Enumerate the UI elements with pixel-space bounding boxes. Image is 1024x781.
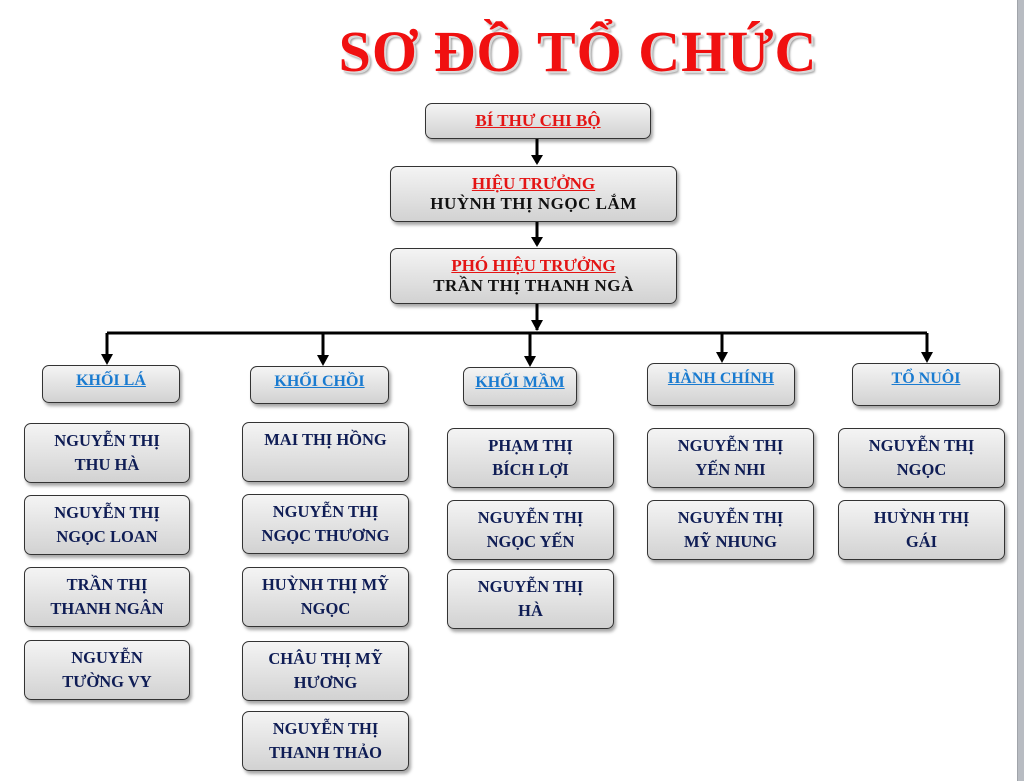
member-name: PHẠM THỊ BÍCH LỢI: [488, 436, 573, 479]
member-name: CHÂU THỊ MỸ HƯƠNG: [268, 649, 383, 692]
member-name: HUỲNH THỊ GÁI: [873, 508, 970, 551]
member-box: NGUYỄN THỊ NGỌC THƯƠNG: [242, 494, 409, 554]
scrollbar[interactable]: [1017, 0, 1024, 781]
vice-principal-box: PHÓ HIỆU TRƯỞNG TRẦN THỊ THANH NGÀ: [390, 248, 677, 304]
department-label: KHỐI MẦM: [475, 374, 565, 391]
member-box: NGUYỄN THỊ THU HÀ: [24, 423, 190, 483]
member-box: TRẦN THỊ THANH NGÂN: [24, 567, 190, 627]
member-name: TRẦN THỊ THANH NGÂN: [50, 575, 164, 618]
member-box: MAI THỊ HỒNG: [242, 422, 409, 482]
vice-principal-name: TRẦN THỊ THANH NGÀ: [433, 276, 634, 295]
member-name: NGUYỄN THỊ YẾN NHI: [677, 436, 784, 479]
principal-box: HIỆU TRƯỞNG HUỲNH THỊ NGỌC LẮM: [390, 166, 677, 222]
member-name: NGUYỄN THỊ NGỌC THƯƠNG: [261, 502, 390, 545]
department-label: TỔ NUÔI: [891, 370, 961, 387]
department-box: KHỐI CHỒI: [250, 366, 389, 404]
member-name: NGUYỄN THỊ NGỌC: [868, 436, 975, 479]
member-name: NGUYỄN THỊ NGỌC YẾN: [477, 508, 584, 551]
member-box: NGUYỄN THỊ NGỌC: [838, 428, 1005, 488]
member-box: NGUYỄN THỊ THANH THẢO: [242, 711, 409, 771]
department-box: KHỐI LÁ: [42, 365, 180, 403]
member-box: HUỲNH THỊ GÁI: [838, 500, 1005, 560]
department-box: KHỐI MẦM: [463, 367, 577, 406]
department-box: TỔ NUÔI: [852, 363, 1000, 406]
member-box: NGUYỄN TƯỜNG VY: [24, 640, 190, 700]
member-name: NGUYỄN THỊ THU HÀ: [54, 431, 160, 474]
member-box: NGUYỄN THỊ NGỌC LOAN: [24, 495, 190, 555]
secretary-box: BÍ THƯ CHI BỘ: [425, 103, 651, 139]
secretary-role: BÍ THƯ CHI BỘ: [475, 111, 601, 130]
member-name: NGUYỄN THỊ THANH THẢO: [269, 719, 382, 762]
member-box: NGUYỄN THỊ YẾN NHI: [647, 428, 814, 488]
principal-role: HIỆU TRƯỞNG: [471, 174, 596, 193]
member-name: NGUYỄN THỊ MỸ NHUNG: [677, 508, 784, 551]
member-box: NGUYỄN THỊ MỸ NHUNG: [647, 500, 814, 560]
principal-name: HUỲNH THỊ NGỌC LẮM: [430, 194, 637, 213]
page-title: SƠ ĐỒ TỔ CHỨC: [338, 19, 818, 84]
member-box: NGUYỄN THỊ NGỌC YẾN: [447, 500, 614, 560]
member-box: NGUYỄN THỊ HÀ: [447, 569, 614, 629]
member-name: NGUYỄN THỊ NGỌC LOAN: [54, 503, 160, 546]
department-label: HÀNH CHÍNH: [667, 370, 775, 387]
member-box: CHÂU THỊ MỸ HƯƠNG: [242, 641, 409, 701]
member-name: HUỲNH THỊ MỸ NGỌC: [261, 575, 390, 618]
department-box: HÀNH CHÍNH: [647, 363, 795, 406]
vice-principal-role: PHÓ HIỆU TRƯỞNG: [451, 256, 616, 275]
member-name: NGUYỄN TƯỜNG VY: [62, 648, 152, 691]
member-box: PHẠM THỊ BÍCH LỢI: [447, 428, 614, 488]
member-box: HUỲNH THỊ MỸ NGỌC: [242, 567, 409, 627]
member-name: MAI THỊ HỒNG: [264, 430, 387, 449]
department-label: KHỐI LÁ: [76, 372, 146, 389]
member-name: NGUYỄN THỊ HÀ: [477, 577, 584, 620]
department-label: KHỐI CHỒI: [274, 373, 365, 390]
